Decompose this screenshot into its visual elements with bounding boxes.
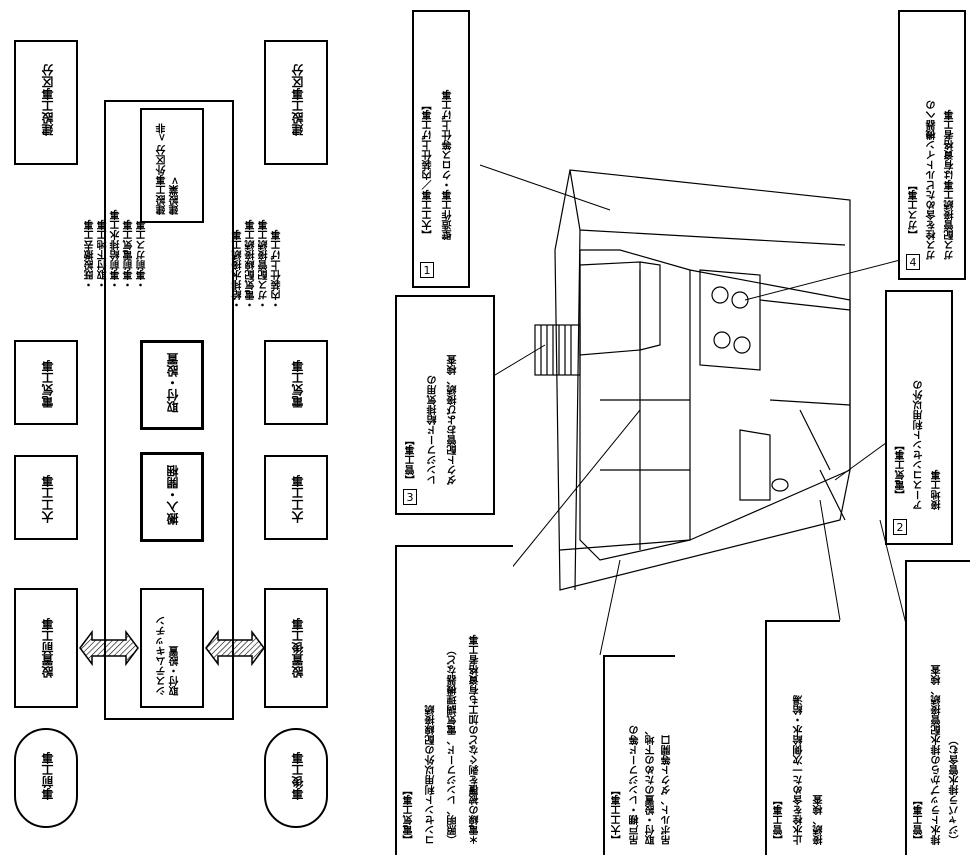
post-item-2: ・ガス配管接続工事 (259, 220, 270, 310)
callout-bottom-carpentry: 【大工工事】 吊戸棚・レンジフード等の 取付・設置のための下地、 吊ボルト、ダク… (603, 655, 675, 855)
callout-bottom-electric: 【電気工事】 コンセント利用以外の配線接続 （照明、レンジフード、電気調理機器な… (395, 545, 513, 855)
trade-electric-pre: 電気工事 (14, 340, 78, 425)
callout-bottom-plumbing-2: 【管工事】 排水トラップからの排水配管接続、検査 （ジャバラ排水管含む） (905, 560, 970, 855)
callout-4: 4 【ガス工事】 ガス栓を含めたビルトイン機器への ガス配管接続工事は有資格者工… (898, 10, 966, 280)
kitchen-frame-left (104, 100, 106, 720)
callout-3: 3 【管工事】 レンジフード給排気用の ダクト配管および接続、検査 (395, 295, 495, 515)
kitchen-category: 建設工事外区分 <非建設業> (140, 108, 204, 223)
post-item-1: ・電気配線接続工事 (246, 220, 257, 310)
double-arrow-bottom (205, 629, 265, 667)
trade-electric-post: 電気工事 (264, 340, 328, 425)
task-unpack: 搬入・開梱 (140, 452, 204, 542)
post-item-0: ・給排水接続工事 (233, 230, 244, 310)
pre-install-group: 設置前工事 (14, 588, 78, 708)
pre-item-2: ・事前給排水工事 (111, 210, 122, 290)
pre-work-label: 事前工事 (14, 728, 78, 828)
callout-1: 1 【大工工事／内装仕上げ工事】 壁造作工事・クロス等仕上げ工事 (412, 10, 470, 288)
post-item-3: ・内装仕上げ工事 (272, 230, 283, 310)
trade-carpentry-post: 大工工事 (264, 455, 328, 540)
callout-bottom-plumbing-1: 【管工事】 止水栓を含めた一次側給水・給湯 接続、検査 (765, 620, 840, 855)
kitchen-install-label: システムキッチン 取付・設置 (140, 588, 204, 708)
double-arrow-top (79, 629, 139, 667)
pre-item-3: ・事前電気工事 (124, 220, 135, 290)
post-install-group: 設置後工事 (264, 588, 328, 708)
post-category: 建設工事区分 (264, 40, 328, 165)
kitchen-frame-top (104, 100, 234, 102)
task-install: 取付・設置 (140, 340, 204, 430)
pre-item-0: ・既設撤去工事 (85, 220, 96, 290)
callout-2: 2 【電気工事】 アースコンセント利用以外の 接地工事 (885, 290, 953, 545)
kitchen-frame-bottom (104, 718, 234, 720)
pre-category: 建設工事区分 (14, 40, 78, 165)
post-work-label: 事後工事 (264, 728, 328, 828)
kitchen-frame-right (232, 100, 234, 720)
trade-carpentry-pre: 大工工事 (14, 455, 78, 540)
